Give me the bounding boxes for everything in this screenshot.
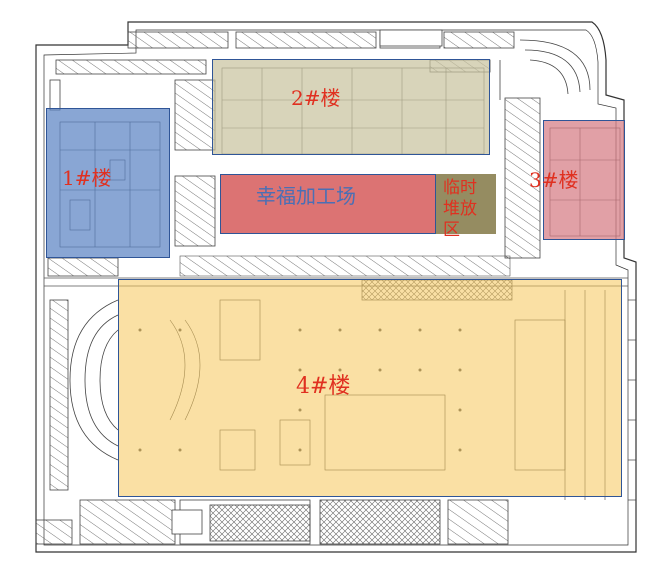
right-wall-ticks (628, 299, 636, 501)
site-boundary (35, 21, 637, 553)
left-parking-hatch (47, 79, 216, 277)
building-2-zone (212, 59, 490, 155)
stacking-label-line-2: 堆放 (443, 199, 477, 219)
processing-yard-zone (220, 174, 436, 234)
building-4-label: 4#楼 (296, 374, 351, 399)
building-4-zone (118, 279, 622, 497)
stacking-label-line-3: 区 (443, 220, 460, 240)
processing-yard-label: 幸福加工场 (256, 184, 356, 208)
building-1-zone (46, 108, 170, 258)
temporary-stacking-zone (436, 174, 496, 234)
building-1-label: 1#楼 (62, 166, 112, 190)
building-2-label: 2#楼 (291, 86, 341, 110)
building-3-zone (543, 120, 625, 240)
stacking-label-line-1: 临时 (443, 178, 477, 198)
left-ramp (49, 299, 119, 491)
bottom-parking (35, 499, 509, 545)
ramp-curves (499, 39, 591, 259)
top-label-box (171, 29, 443, 535)
building-3-label: 3#楼 (529, 168, 579, 192)
